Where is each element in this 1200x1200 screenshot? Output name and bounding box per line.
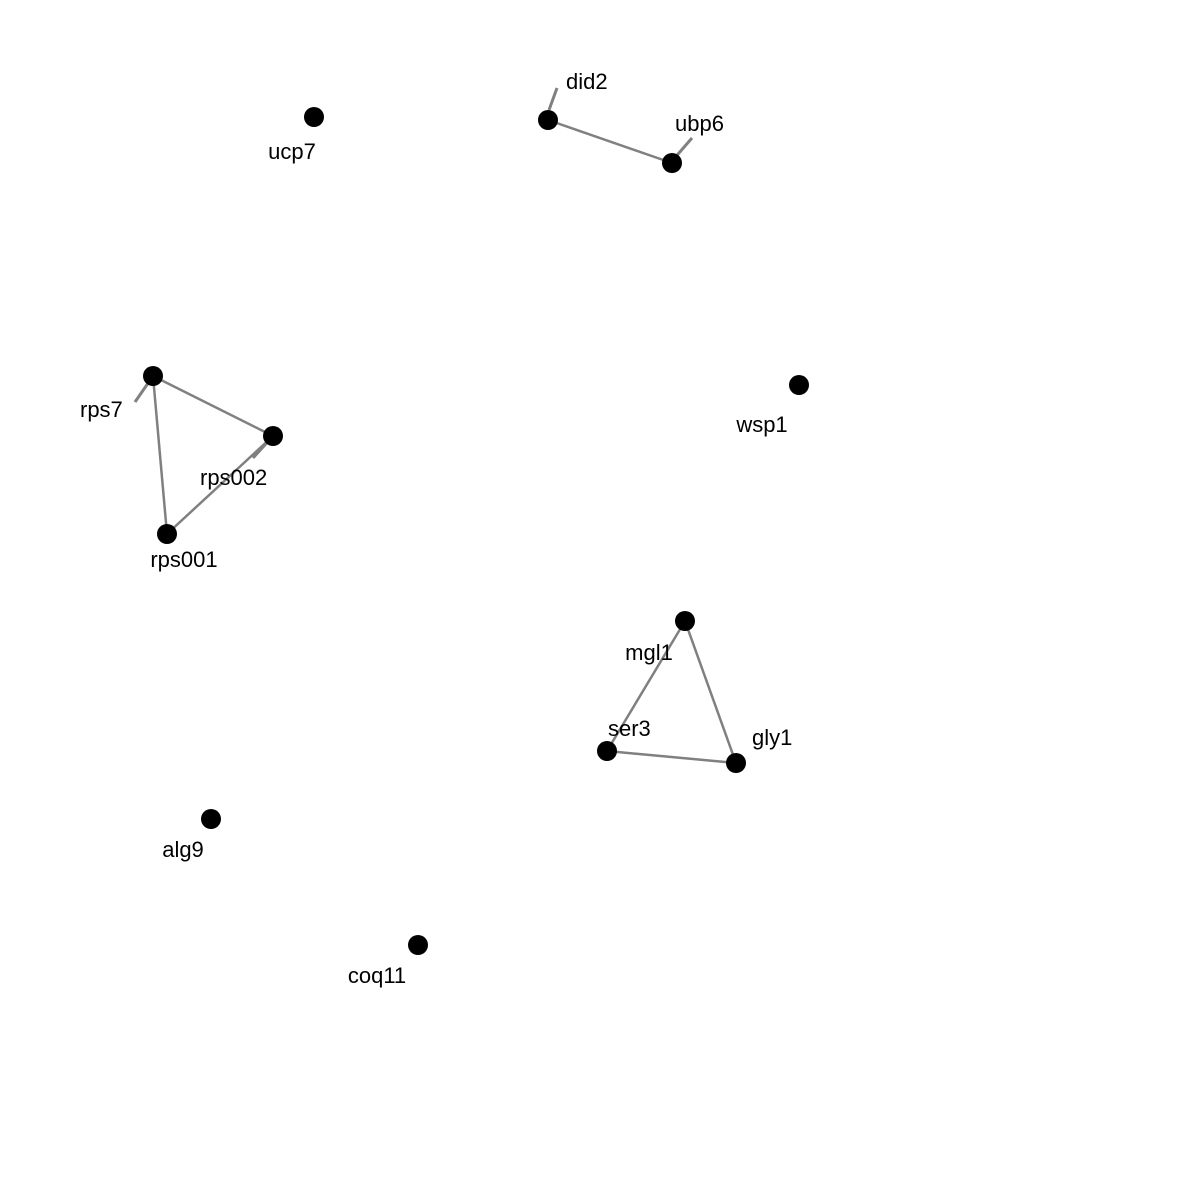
edge-rps7-rps002: [152, 374, 274, 438]
node-label-rps7: rps7: [80, 397, 123, 422]
node-label-ser3: ser3: [608, 716, 651, 741]
node-rps002: [263, 426, 283, 446]
node-label-rps001: rps001: [150, 547, 217, 572]
node-wsp1: [789, 375, 809, 395]
edge-rps001-rps002: [166, 435, 274, 535]
node-label-ubp6: ubp6: [675, 111, 724, 136]
node-label-alg9: alg9: [162, 837, 204, 862]
edge-mgl1-gly1: [683, 620, 738, 764]
node-label-rps002: rps002: [200, 465, 267, 490]
label-leaders-layer: [133, 87, 694, 460]
edge-did2-ubp6: [547, 118, 673, 165]
nodes-layer: [143, 107, 809, 955]
node-coq11: [408, 935, 428, 955]
edge-mgl1-ser3: [605, 620, 687, 752]
node-label-wsp1: wsp1: [735, 412, 787, 437]
node-label-ucp7: ucp7: [268, 139, 316, 164]
node-ucp7: [304, 107, 324, 127]
node-label-coq11: coq11: [348, 963, 406, 988]
node-gly1: [726, 753, 746, 773]
edge-rps7-rps001: [151, 375, 169, 535]
node-rps001: [157, 524, 177, 544]
node-label-gly1: gly1: [752, 725, 792, 750]
node-did2: [538, 110, 558, 130]
label-leader-did2: [547, 87, 559, 111]
node-ubp6: [662, 153, 682, 173]
node-ser3: [597, 741, 617, 761]
node-alg9: [201, 809, 221, 829]
edge-ser3-gly1: [606, 749, 737, 765]
node-label-mgl1: mgl1: [625, 640, 673, 665]
node-rps7: [143, 366, 163, 386]
node-label-did2: did2: [566, 69, 608, 94]
node-mgl1: [675, 611, 695, 631]
edges-layer: [151, 118, 738, 765]
labels-layer: ucp7 did2 ubp6 rps7 rps002 rps001 wsp1 mgl1 ser3…: [80, 69, 792, 988]
